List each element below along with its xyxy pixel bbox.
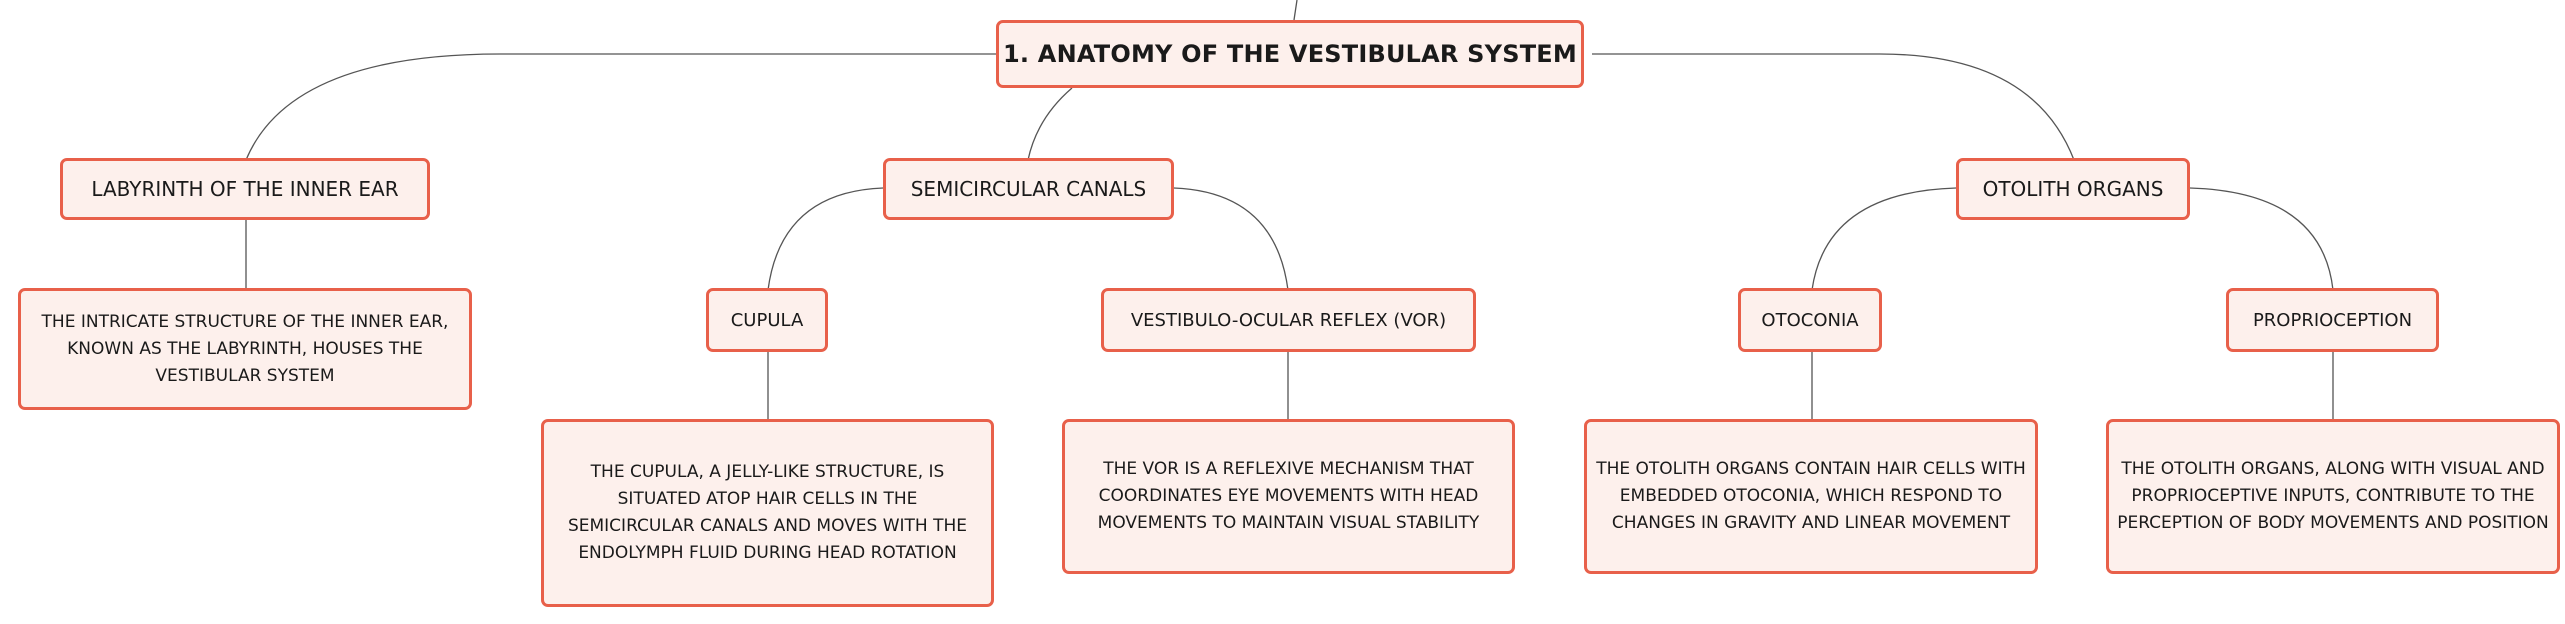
topic-proprioception[interactable]: PROPRIOCEPTION: [2226, 288, 2439, 352]
connector-root-to-semicircular: [1027, 87, 1073, 161]
topic-otoconia-label: OTOCONIA: [1761, 309, 1859, 331]
topic-labyrinth[interactable]: LABYRINTH OF THE INNER EAR: [60, 158, 430, 220]
detail-cupula-text: THE CUPULA, A JELLY-LIKE STRUCTURE, IS S…: [567, 462, 968, 563]
root-topic[interactable]: 1. ANATOMY OF THE VESTIBULAR SYSTEM: [996, 20, 1584, 88]
topic-vor[interactable]: VESTIBULO-OCULAR REFLEX (VOR): [1101, 288, 1476, 352]
connector-otolith-to-proprioception: [2189, 187, 2334, 291]
detail-proprioception-text: THE OTOLITH ORGANS, ALONG WITH VISUAL AN…: [2117, 459, 2549, 533]
topic-otolith-organs-label: OTOLITH ORGANS: [1982, 177, 2164, 201]
detail-otoconia[interactable]: THE OTOLITH ORGANS CONTAIN HAIR CELLS WI…: [1584, 419, 2038, 574]
topic-semicircular-canals[interactable]: SEMICIRCULAR CANALS: [883, 158, 1174, 220]
connector-otolith-to-otoconia: [1811, 187, 1957, 291]
root-topic-label: 1. ANATOMY OF THE VESTIBULAR SYSTEM: [1003, 40, 1577, 68]
connector-root-to-otolith: [1592, 53, 2075, 161]
detail-labyrinth-text: THE INTRICATE STRUCTURE OF THE INNER EAR…: [41, 311, 449, 386]
topic-vor-label: VESTIBULO-OCULAR REFLEX (VOR): [1130, 309, 1447, 331]
topic-semicircular-canals-label: SEMICIRCULAR CANALS: [910, 177, 1147, 201]
topic-cupula[interactable]: CUPULA: [706, 288, 828, 352]
detail-labyrinth[interactable]: THE INTRICATE STRUCTURE OF THE INNER EAR…: [18, 288, 472, 410]
detail-proprioception[interactable]: THE OTOLITH ORGANS, ALONG WITH VISUAL AN…: [2106, 419, 2560, 574]
topic-cupula-label: CUPULA: [730, 309, 804, 331]
topic-labyrinth-label: LABYRINTH OF THE INNER EAR: [91, 177, 399, 201]
topic-proprioception-label: PROPRIOCEPTION: [2252, 309, 2413, 331]
topic-otolith-organs[interactable]: OTOLITH ORGANS: [1956, 158, 2190, 220]
connector-semicircular-to-cupula: [767, 187, 884, 291]
connector-parent-to-root: [1293, 0, 1298, 21]
detail-cupula[interactable]: THE CUPULA, A JELLY-LIKE STRUCTURE, IS S…: [541, 419, 994, 607]
topic-otoconia[interactable]: OTOCONIA: [1738, 288, 1882, 352]
detail-otoconia-text: THE OTOLITH ORGANS CONTAIN HAIR CELLS WI…: [1596, 459, 2026, 533]
detail-vor-text: THE VOR IS A REFLEXIVE MECHANISM THAT CO…: [1097, 459, 1480, 533]
detail-vor[interactable]: THE VOR IS A REFLEXIVE MECHANISM THAT CO…: [1062, 419, 1515, 574]
connector-root-to-labyrinth: [245, 53, 996, 161]
connector-semicircular-to-vor: [1173, 187, 1289, 291]
